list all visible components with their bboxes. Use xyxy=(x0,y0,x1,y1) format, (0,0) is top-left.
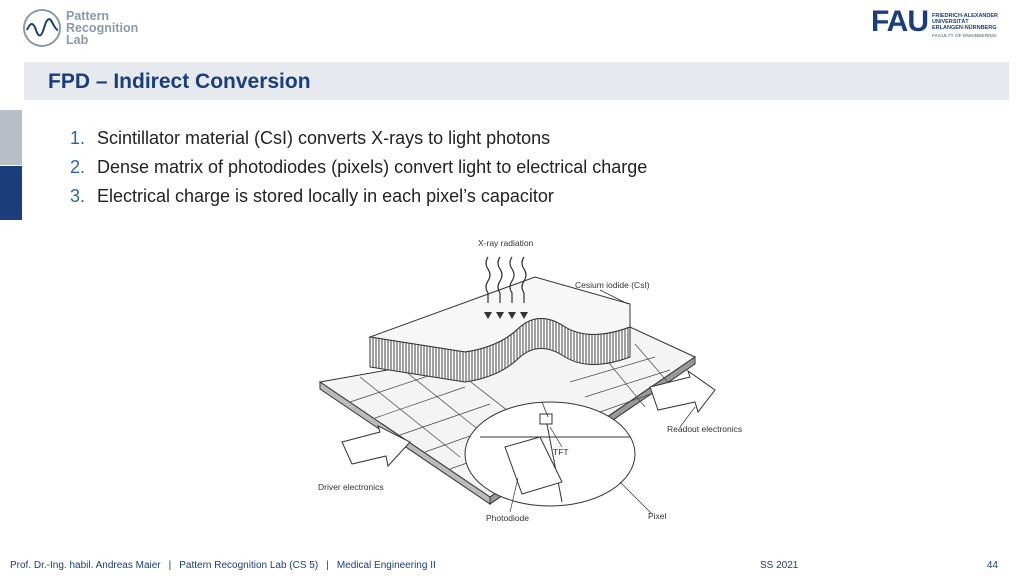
label-photodiode: Photodiode xyxy=(486,513,529,523)
header: Pattern Recognition Lab FAU FRIEDRICH-AL… xyxy=(0,0,1024,58)
lab-logo-icon xyxy=(23,9,61,47)
list-item: 2.Dense matrix of photodiodes (pixels) c… xyxy=(70,157,648,177)
slide-title: FPD – Indirect Conversion xyxy=(48,70,311,93)
list-item: 1.Scintillator material (CsI) converts X… xyxy=(70,128,551,148)
pixel-magnifier xyxy=(464,401,636,507)
side-accent-gray xyxy=(0,110,22,165)
fau-logo: FAU FRIEDRICH-ALEXANDER UNIVERSITÄT ERLA… xyxy=(871,5,998,40)
footer-lab: Pattern Recognition Lab (CS 5) xyxy=(179,560,319,571)
label-pixel: Pixel xyxy=(648,511,667,521)
label-xray: X-ray radiation xyxy=(478,238,534,248)
photodiode-square xyxy=(504,436,563,495)
label-readout: Readout electronics xyxy=(667,424,742,434)
footer: Prof. Dr.-Ing. habil. Andreas Maier|Patt… xyxy=(10,560,998,571)
tft-element xyxy=(539,413,553,425)
readout-arrow xyxy=(649,369,716,414)
footer-semester: SS 2021 xyxy=(760,560,799,571)
fpd-diagram: X-ray radiation Cesium iodide (CsI) Read… xyxy=(318,238,742,523)
label-cesium: Cesium iodide (CsI) xyxy=(575,280,650,290)
list-item: 3.Electrical charge is stored locally in… xyxy=(70,186,554,206)
pattern-recognition-lab-logo: Pattern Recognition Lab xyxy=(22,8,138,48)
label-tft: TFT xyxy=(553,447,569,457)
xray-arrows xyxy=(485,256,527,303)
driver-arrow xyxy=(341,425,411,468)
fau-mark: FAU xyxy=(871,5,929,38)
side-accent-blue xyxy=(0,166,22,220)
fau-university-name: FRIEDRICH-ALEXANDER UNIVERSITÄT ERLANGEN… xyxy=(932,13,998,39)
lab-logo-text: Pattern Recognition Lab xyxy=(66,9,139,47)
scintillator-face xyxy=(369,318,631,383)
footer-course: Medical Engineering II xyxy=(336,560,436,571)
title-bar: FPD – Indirect Conversion xyxy=(24,62,1009,100)
page-number: 44 xyxy=(986,560,998,571)
footer-author: Prof. Dr.-Ing. habil. Andreas Maier xyxy=(10,560,161,571)
label-driver: Driver electronics xyxy=(318,482,384,492)
bullet-list: 1.Scintillator material (CsI) converts X… xyxy=(70,124,647,211)
